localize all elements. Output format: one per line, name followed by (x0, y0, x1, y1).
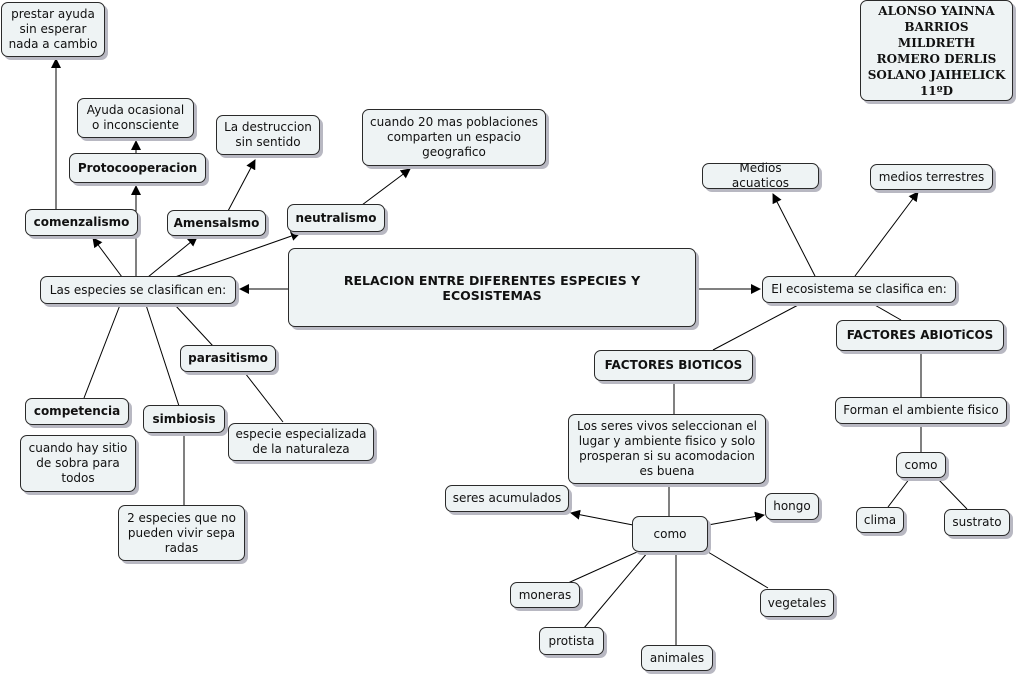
factores-abioticos-node[interactable]: FACTORES ABIOTiCOS (836, 320, 1004, 351)
edge-amensalsmo-desc (227, 159, 256, 212)
como-abiotic-node[interactable]: como (896, 452, 946, 478)
edge-ecosystem-bioticos (712, 303, 801, 351)
moneras-node[interactable]: moneras (510, 582, 580, 608)
edge-neutralismo-desc (361, 168, 411, 206)
authors-box: ALONSO YAINNA BARRIOS MILDRETH ROMERO DE… (860, 0, 1013, 101)
comenzalismo-description[interactable]: prestar ayuda sin esperar nada a cambio (1, 2, 105, 57)
comenzalismo-node[interactable]: comenzalismo (25, 209, 138, 236)
edge-como-clima (887, 477, 911, 508)
competencia-description[interactable]: cuando hay sitio de sobra para todos (20, 435, 136, 492)
sustrato-node[interactable]: sustrato (944, 509, 1010, 536)
seres-acumulados-node[interactable]: seres acumulados (445, 485, 569, 512)
hongo-node[interactable]: hongo (765, 493, 819, 520)
factores-bioticos-node[interactable]: FACTORES BIOTICOS (594, 350, 753, 381)
edge-species-simbiosis (145, 304, 180, 407)
central-topic[interactable]: RELACION ENTRE DIFERENTES ESPECIES Y ECO… (288, 248, 696, 327)
species-classification[interactable]: Las especies se clasifican en: (40, 276, 236, 304)
simbiosis-description[interactable]: 2 especies que no pueden vivir sepa rada… (118, 505, 245, 561)
parasitismo-node[interactable]: parasitismo (180, 345, 276, 372)
edge-species-amensalsmo (147, 236, 198, 278)
amensalsmo-description[interactable]: La destruccion sin sentido (216, 115, 320, 155)
vegetales-node[interactable]: vegetales (760, 589, 834, 617)
protocooperacion-description[interactable]: Ayuda ocasional o inconsciente (77, 98, 194, 138)
edge-ecosystem-acuaticos (772, 193, 816, 277)
neutralismo-node[interactable]: neutralismo (287, 204, 385, 232)
medios-acuaticos-node[interactable]: Medios acuaticos (702, 161, 819, 190)
edge-species-comenzalismo (92, 237, 123, 278)
protista-node[interactable]: protista (539, 627, 604, 655)
edge-species-neutralismo (174, 231, 301, 278)
edge-species-competencia (83, 304, 121, 399)
edge-species-parasitismo (174, 304, 214, 347)
neutralismo-description[interactable]: cuando 20 mas poblaciones comparten un e… (362, 109, 546, 166)
edge-como-acumulados (570, 509, 634, 526)
edge-como-hongo (707, 511, 765, 526)
edge-ecosystem-terrestres (854, 191, 919, 277)
competencia-node[interactable]: competencia (25, 398, 129, 425)
clima-node[interactable]: clima (856, 507, 904, 533)
bioticos-description[interactable]: Los seres vivos seleccionan el lugar y a… (568, 414, 766, 484)
como-biotic-node[interactable]: como (632, 516, 708, 552)
parasitismo-description[interactable]: especie especializada de la naturaleza (228, 423, 374, 461)
edge-como-protista (583, 551, 649, 629)
edge-como-sustrato (936, 477, 968, 510)
simbiosis-node[interactable]: simbiosis (143, 405, 225, 433)
edge-parasitismo-desc (244, 372, 284, 423)
medios-terrestres-node[interactable]: medios terrestres (870, 164, 993, 190)
edge-como-vegetales (707, 551, 769, 589)
protocooperacion-node[interactable]: Protocooperacion (69, 153, 206, 183)
edge-como-moneras (567, 551, 638, 584)
abioticos-description[interactable]: Forman el ambiente fisico (835, 397, 1007, 424)
ecosystem-classification[interactable]: El ecosistema se clasifica en: (762, 276, 956, 303)
amensalsmo-node[interactable]: Amensalsmo (167, 210, 266, 236)
animales-node[interactable]: animales (641, 645, 713, 671)
edge-ecosystem-abioticos (872, 303, 902, 321)
